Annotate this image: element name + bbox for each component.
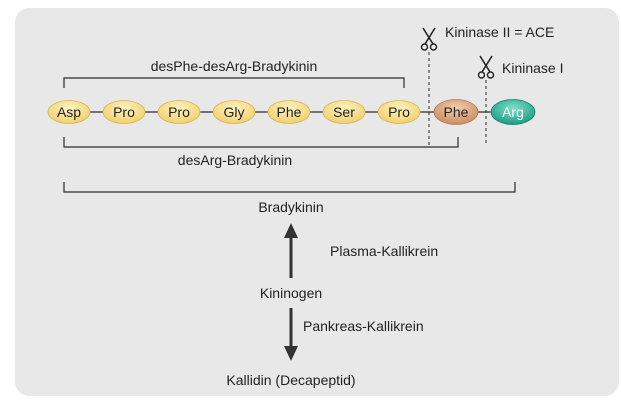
- aa-label: Ser: [333, 104, 355, 120]
- aa-asp-1: Asp: [47, 100, 91, 124]
- plasma-kallikrein-label: Plasma-Kallikrein: [330, 243, 438, 259]
- aa-label: Phe: [277, 104, 302, 120]
- aa-phe-5: Phe: [267, 100, 311, 124]
- scissors-icon: [477, 55, 495, 79]
- aa-label: Asp: [57, 104, 81, 120]
- bradykinin-bracket: [63, 182, 516, 193]
- aa-label: Pro: [113, 104, 135, 120]
- aa-label: Phe: [444, 104, 469, 120]
- aa-pro-2: Pro: [102, 100, 146, 124]
- aa-gly-4: Gly: [212, 100, 256, 124]
- desphe-desarg-bracket: [63, 77, 405, 88]
- desphe-desarg-label: desPhe-desArg-Bradykinin: [151, 58, 318, 74]
- aa-label: Pro: [168, 104, 190, 120]
- aa-arg-9: Arg: [490, 99, 536, 125]
- kininase-ii-label: Kininase II = ACE: [445, 24, 554, 40]
- aa-label: Arg: [502, 104, 524, 120]
- kallidin-label: Kallidin (Decapeptid): [226, 372, 355, 388]
- aa-ser-6: Ser: [322, 100, 366, 124]
- kininase-i-label: Kininase I: [502, 60, 563, 76]
- aa-pro-7: Pro: [377, 100, 421, 124]
- arrow-up-icon: [284, 223, 298, 278]
- desarg-label: desArg-Bradykinin: [178, 152, 292, 168]
- aa-pro-3: Pro: [157, 100, 201, 124]
- aa-phe-8: Phe: [433, 99, 479, 125]
- aa-label: Pro: [388, 104, 410, 120]
- arrow-down-icon: [284, 308, 298, 361]
- aa-label: Gly: [224, 104, 245, 120]
- pankreas-kallikrein-label: Pankreas-Kallikrein: [303, 318, 424, 334]
- bradykinin-label: Bradykinin: [258, 199, 323, 215]
- kininogen-label: Kininogen: [260, 285, 322, 301]
- desarg-bracket: [63, 137, 459, 148]
- scissors-icon: [420, 27, 438, 51]
